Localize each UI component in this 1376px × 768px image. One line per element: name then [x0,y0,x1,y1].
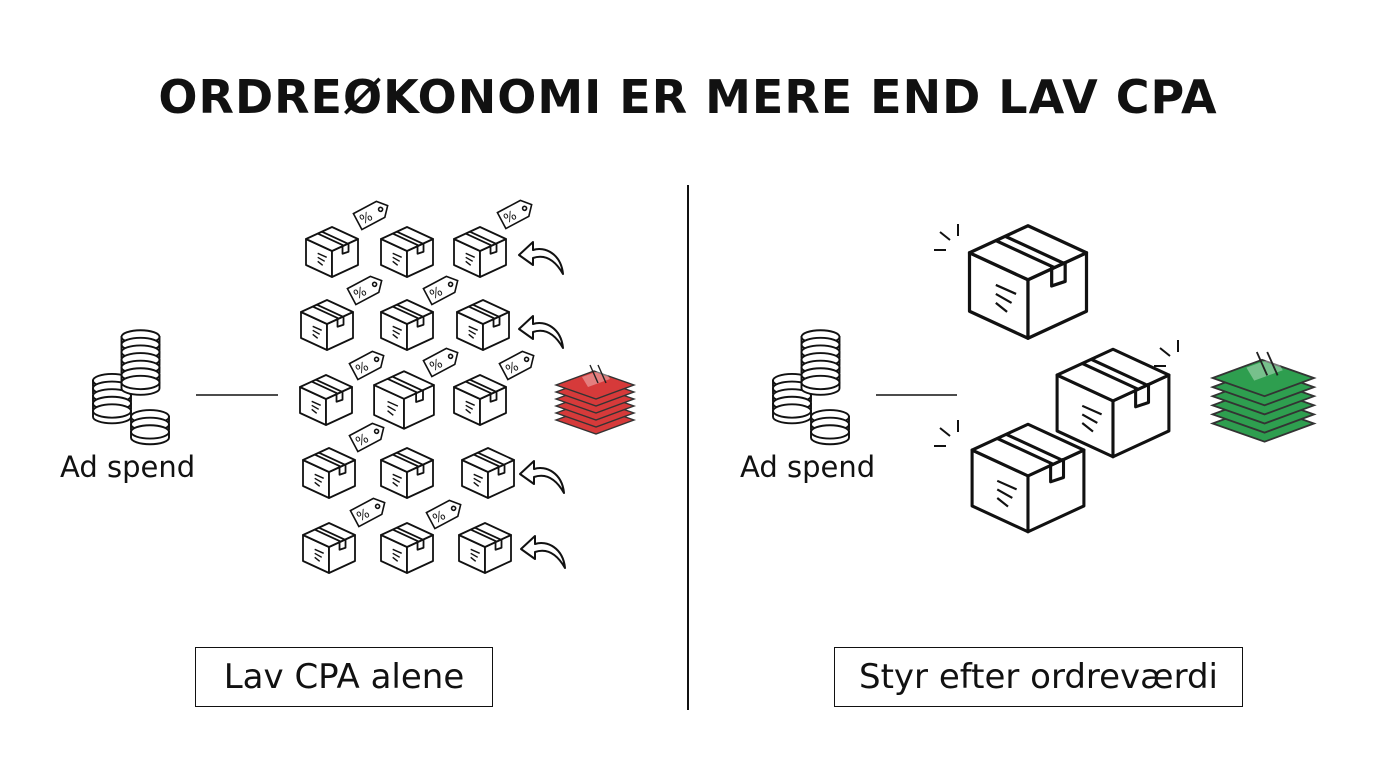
percent-tag-icon: % [498,350,535,381]
percent-tag-icon: % [425,499,462,530]
percent-tag-icon: % [348,422,385,453]
return-arrow-icon [520,535,566,569]
left-caption: Lav CPA alene [195,647,493,707]
percent-tag-icon: % [422,275,459,306]
red-cash-stack-icon [553,364,637,435]
percent-tag-icon: % [352,200,389,231]
small-box-icon [302,522,356,574]
small-box-icon [305,226,359,278]
large-box-icon [1055,347,1171,459]
spark-icon [934,224,959,251]
coin-stack-icon [772,329,850,446]
percent-tag-icon: % [346,275,383,306]
small-box-icon [373,370,435,430]
small-box-icon [380,299,434,351]
percent-tag-icon: % [348,350,385,381]
return-arrow-icon [518,241,564,275]
spark-icon [1154,340,1179,367]
large-box-icon [967,224,1089,340]
discount-tags: %%%%%%%%%% [346,199,535,530]
small-box-icon [299,374,353,426]
return-arrow-icon [518,315,564,349]
diagram-title: ORDREØKONOMI ER MERE END LAV CPA [158,70,1218,124]
coin-stack-icon [92,329,170,446]
percent-tag-icon: % [422,347,459,378]
large-box-icon [970,422,1086,534]
percent-tag-icon: % [349,497,386,528]
return-arrows [518,241,566,569]
spark-icon [934,420,959,447]
right-caption: Styr efter ordreværdi [834,647,1243,707]
small-box-icon [302,447,356,499]
small-box-icon [461,447,515,499]
small-box-icon [456,299,510,351]
small-box-icon [380,522,434,574]
small-box-icon [453,226,507,278]
left-spend-label: Ad spend [60,450,196,484]
order-boxes-grid [299,226,515,574]
small-box-icon [458,522,512,574]
small-box-icon [453,374,507,426]
small-box-icon [380,447,434,499]
return-arrow-icon [519,460,565,494]
percent-tag-icon: % [496,199,533,230]
right-spend-label: Ad spend [740,450,876,484]
small-box-icon [380,226,434,278]
large-order-boxes [934,224,1179,534]
small-box-icon [300,299,354,351]
green-cash-stack-icon [1209,351,1317,443]
